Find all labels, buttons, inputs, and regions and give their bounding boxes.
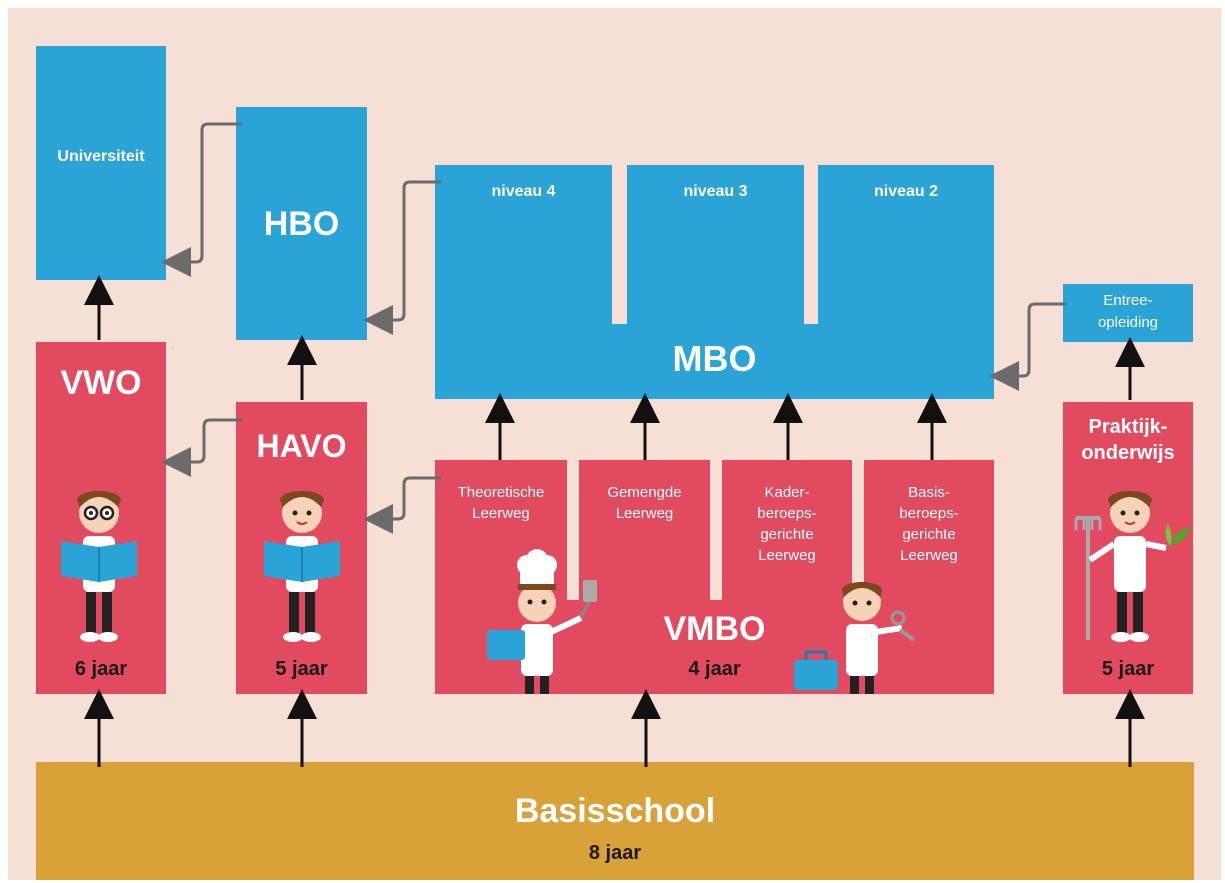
mbo-niveau2-column: niveau 2 bbox=[818, 165, 994, 335]
transfer-arrows bbox=[161, 122, 1066, 534]
vwo-years: 6 jaar bbox=[74, 658, 128, 680]
kader-label-line1: Kader- bbox=[764, 484, 810, 501]
universiteit-block: Universiteit bbox=[36, 46, 166, 280]
mbo-niveau3-column: niveau 3 bbox=[627, 165, 804, 335]
kader-label-line2: beroeps- bbox=[757, 505, 817, 522]
gemengde-label-line1: Gemengde bbox=[607, 484, 682, 501]
upward-arrows bbox=[84, 275, 1145, 767]
havo-years: 5 jaar bbox=[275, 658, 328, 680]
basis-label-line3: gerichte bbox=[902, 526, 956, 543]
gardener-student-icon bbox=[1074, 491, 1190, 642]
basisschool-label: Basisschool bbox=[514, 792, 716, 830]
entree-label-line2: opleiding bbox=[1097, 314, 1159, 331]
arrow-vmbo-havo bbox=[363, 476, 441, 534]
entree-opleiding-block: Entree- opleiding bbox=[1063, 284, 1193, 342]
diagram-background bbox=[8, 8, 1221, 880]
vmbo-years: 4 jaar bbox=[688, 658, 741, 680]
basisschool-block: Basisschool 8 jaar bbox=[36, 762, 1194, 880]
arrow-hbo-universiteit bbox=[161, 122, 242, 277]
praktijk-years: 5 jaar bbox=[1101, 658, 1155, 680]
kader-label-line3: gerichte bbox=[760, 526, 814, 543]
mbo-niveau4-column: niveau 4 bbox=[435, 165, 612, 335]
vmbo-label: VMBO bbox=[663, 610, 766, 648]
praktijk-label-line1: Praktijk- bbox=[1088, 416, 1168, 438]
vmbo-gemengde-column: Gemengde Leerweg bbox=[579, 460, 710, 620]
basis-label-line4: Leerweg bbox=[900, 547, 958, 564]
basis-label-line1: Basis- bbox=[908, 484, 950, 501]
kader-label-line4: Leerweg bbox=[758, 547, 816, 564]
student-reading-icon bbox=[264, 491, 340, 642]
arrow-entree-mbo bbox=[989, 302, 1066, 391]
student-reading-glasses-icon bbox=[61, 491, 137, 642]
arrow-mbo-hbo bbox=[363, 180, 441, 335]
hbo-block: HBO bbox=[236, 107, 367, 340]
mbo-label: MBO bbox=[672, 338, 757, 379]
entree-label-line1: Entree- bbox=[1103, 292, 1153, 309]
niveau3-label: niveau 3 bbox=[683, 183, 748, 200]
gemengde-label-line2: Leerweg bbox=[615, 505, 674, 522]
vwo-label: VWO bbox=[60, 364, 142, 402]
arrow-havo-vwo bbox=[161, 418, 242, 477]
theoretische-label-line2: Leerweg bbox=[472, 505, 530, 522]
praktijk-label-line2: onderwijs bbox=[1081, 442, 1175, 464]
mbo-block: MBO bbox=[435, 324, 994, 399]
havo-label: HAVO bbox=[256, 428, 347, 464]
niveau4-label: niveau 4 bbox=[491, 183, 556, 200]
basis-label-line2: beroeps- bbox=[899, 505, 959, 522]
vmbo-kader-column: Kader- beroeps- gerichte Leerweg bbox=[722, 460, 852, 620]
vmbo-basis-column: Basis- beroeps- gerichte Leerweg bbox=[864, 460, 994, 620]
theoretische-label-line1: Theoretische bbox=[457, 484, 545, 501]
chef-student-icon bbox=[487, 549, 597, 694]
hbo-label: HBO bbox=[263, 205, 340, 243]
basisschool-years: 8 jaar bbox=[588, 842, 642, 864]
universiteit-label: Universiteit bbox=[57, 148, 145, 165]
technician-student-icon bbox=[794, 582, 916, 694]
niveau2-label: niveau 2 bbox=[873, 183, 939, 200]
